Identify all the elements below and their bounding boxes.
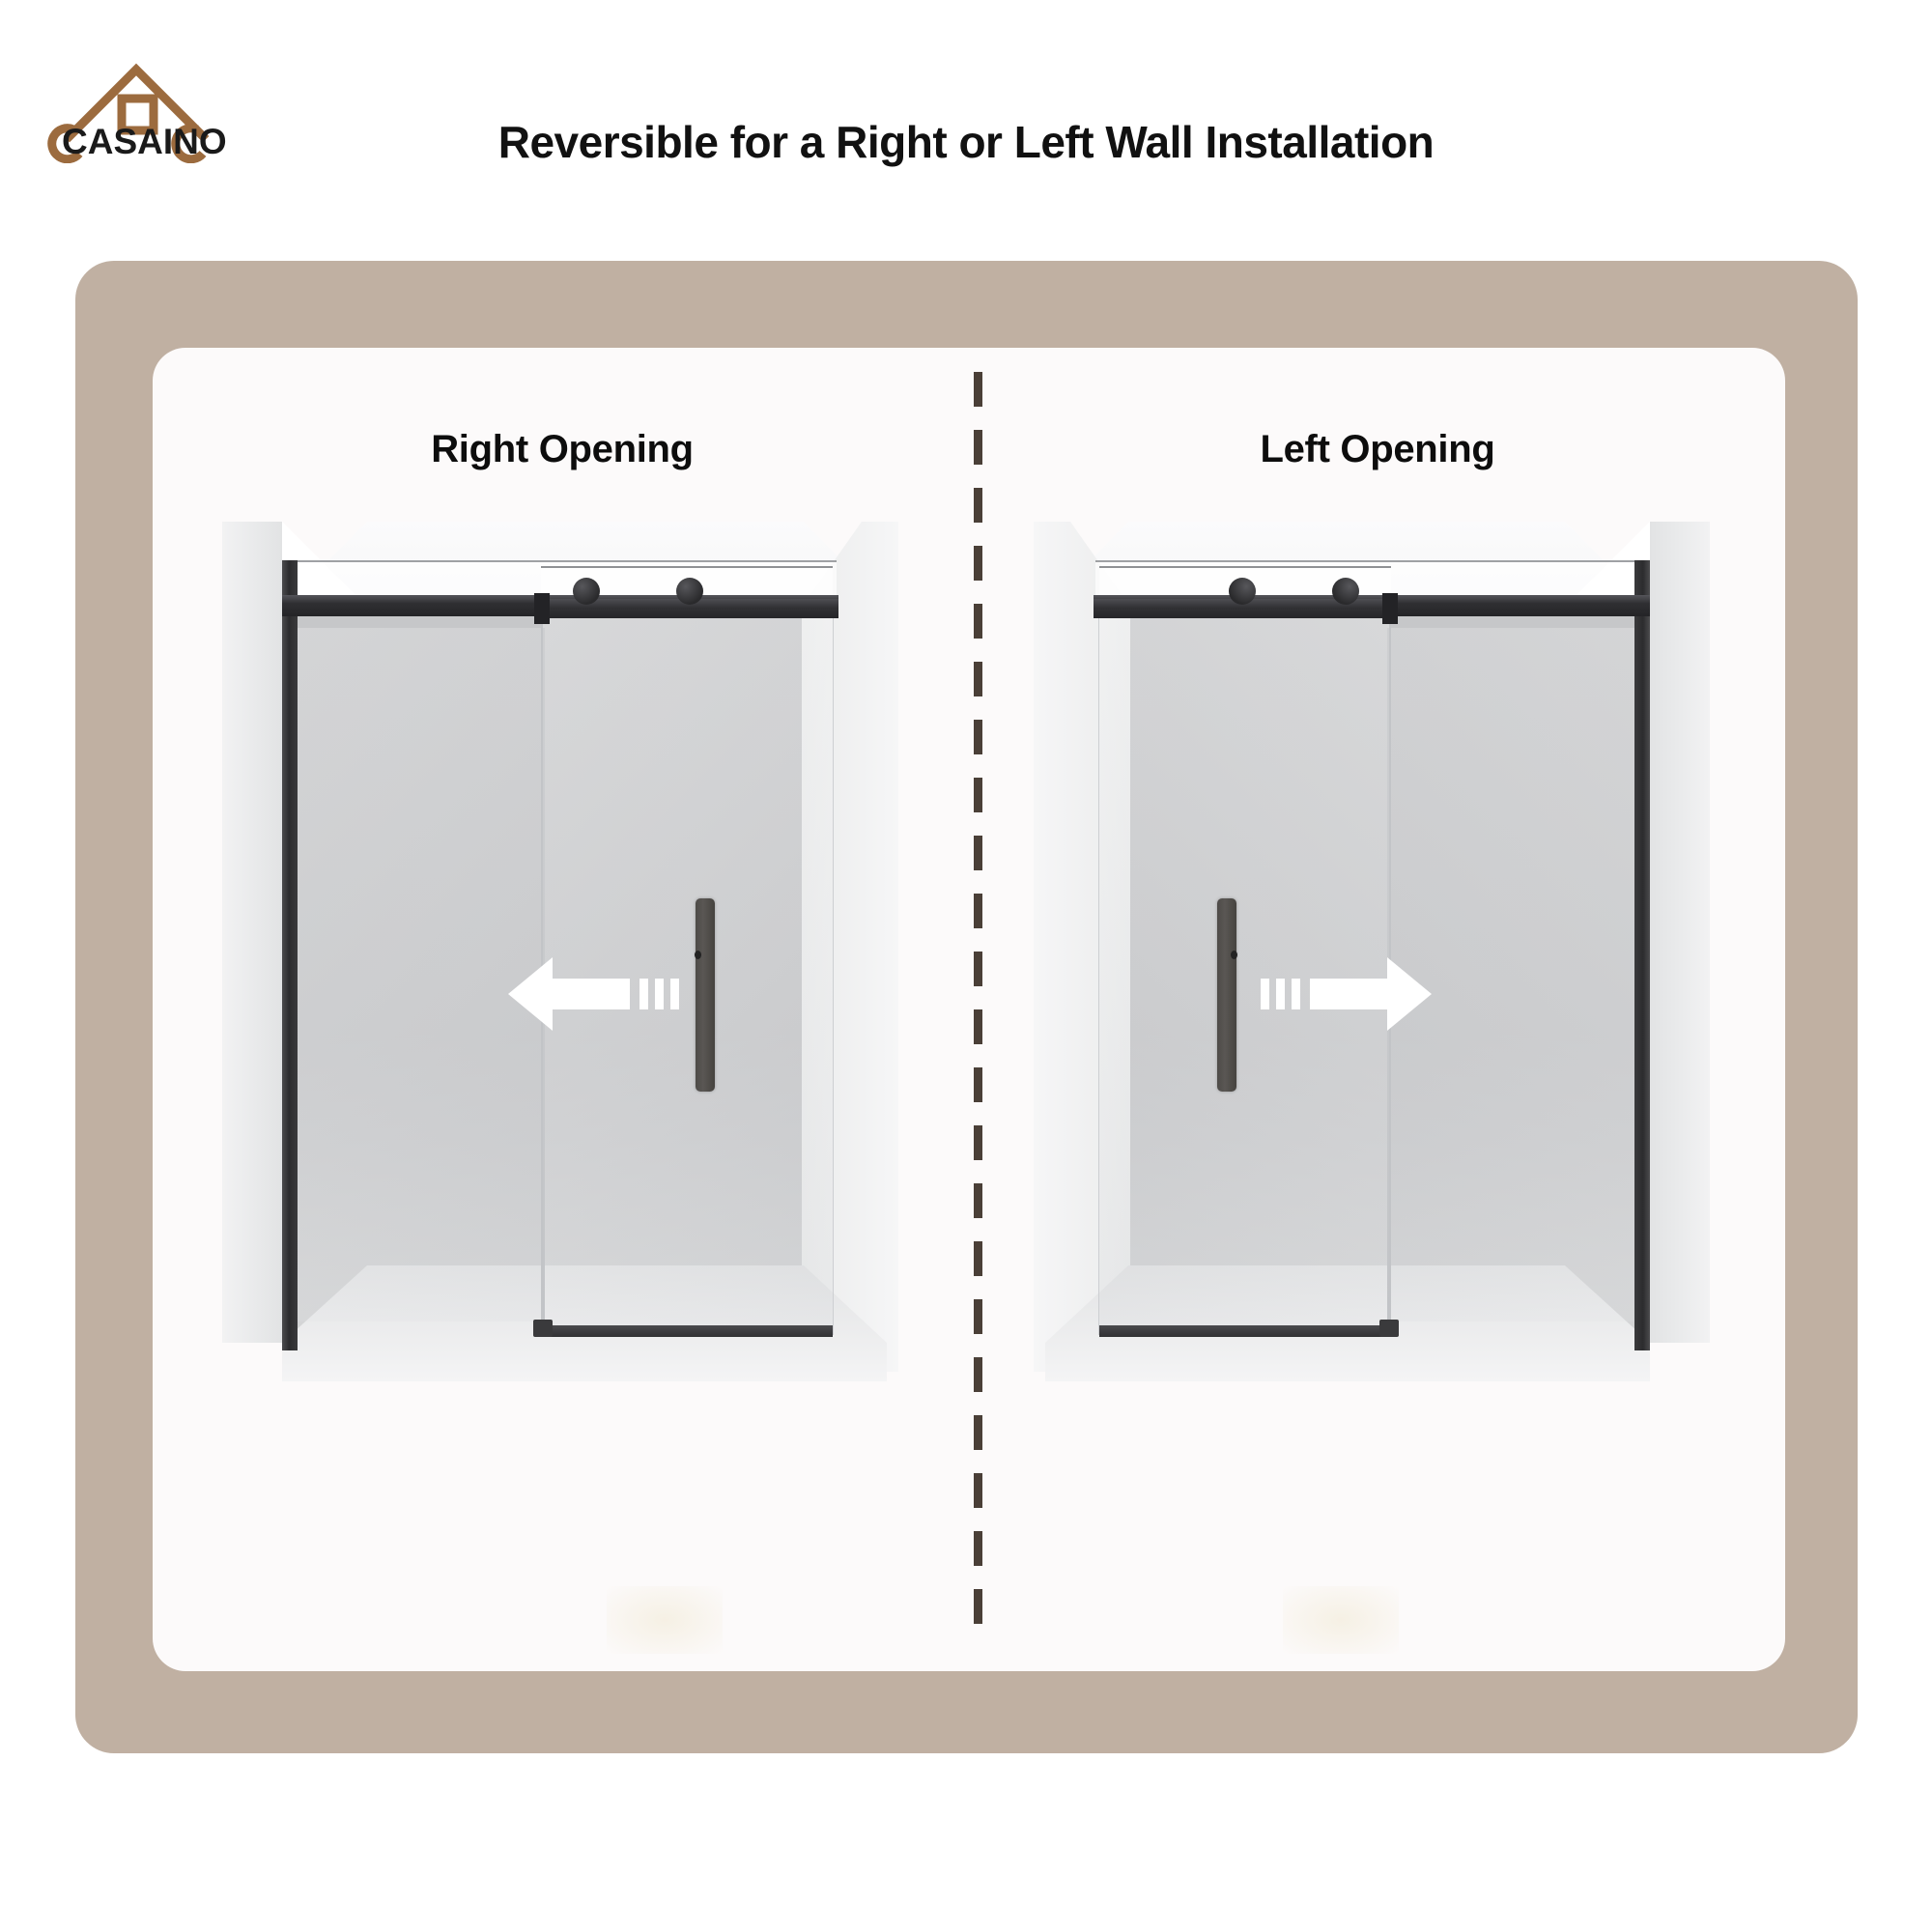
bottom-guide-bracket [533,1320,553,1337]
bottom-guide-bracket [1379,1320,1399,1337]
rail-connector-block [1382,593,1398,624]
roller-wheel-icon [676,578,703,605]
sliding-glass-panel [541,612,834,1335]
door-handle-bar [696,898,715,1092]
page-title: Reversible for a Right or Left Wall Inst… [497,117,1435,167]
panel-label-left-opening: Left Opening [1260,428,1495,470]
door-handle-bar [1217,898,1236,1092]
wall-jamb-slab [222,522,282,1343]
floor-glow-left [607,1586,723,1654]
shower-base-floor [282,1265,887,1381]
casaino-house-logo: CASAINO [47,63,227,163]
shower-door-illustration-left-opening [1034,522,1710,1517]
wall-mount-post [282,560,298,1350]
floor-glow-right [1283,1586,1399,1654]
handle-screw-icon [695,951,701,959]
brand-logo: CASAINO [33,33,236,163]
brand-wordmark: CASAINO [62,122,227,161]
arrow-left-icon [508,950,692,1038]
wall-jamb-slab [1650,522,1710,1343]
shower-door-illustration-right-opening [222,522,898,1517]
handle-screw-icon [1231,951,1237,959]
roller-wheel-icon [573,578,600,605]
side-return-wall [802,522,898,1372]
slider-rail-front [543,599,838,618]
bottom-rail [1099,1325,1389,1337]
arrow-right-icon [1248,950,1432,1038]
fixed-glass-panel [294,628,545,1321]
rail-connector-block [534,593,550,624]
roller-wheel-icon [1229,578,1256,605]
panel-label-right-opening: Right Opening [431,428,694,470]
vertical-dashed-divider [974,372,982,1642]
bottom-rail [543,1325,833,1337]
roller-wheel-icon [1332,578,1359,605]
wall-mount-post [1634,560,1650,1350]
